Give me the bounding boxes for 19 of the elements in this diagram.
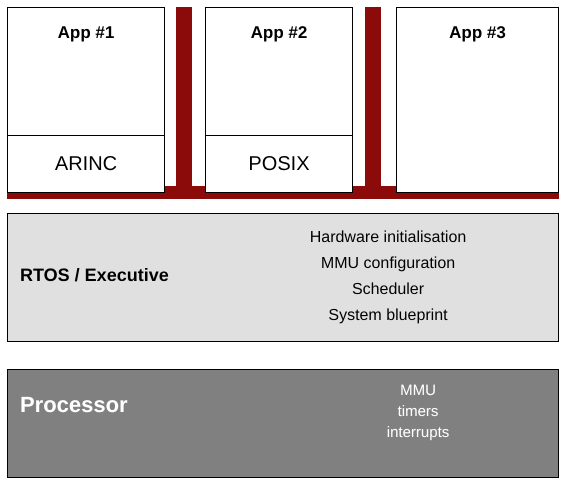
feature-text: interrupts (386, 423, 450, 443)
application-box (396, 7, 559, 193)
feature-text: Scheduler (352, 280, 424, 300)
feature-text: timers (398, 402, 438, 422)
api-box: POSIX (206, 135, 352, 192)
api-box: ARINC (8, 135, 164, 192)
feature-text: MMU (400, 381, 436, 401)
layer-title: Processor (20, 391, 128, 419)
application-box (205, 7, 353, 193)
feature-text: MMU configuration (320, 254, 456, 274)
feature-text: Hardware initialisation (310, 228, 466, 248)
app-title: App #2 (250, 22, 308, 44)
app-title: App #1 (56, 22, 116, 44)
application-box (7, 7, 165, 193)
layer-box (7, 213, 559, 342)
feature-text: System blueprint (328, 306, 448, 326)
layer-title: RTOS / Executive (20, 264, 169, 287)
app-title: App #3 (448, 22, 507, 44)
layer-box (7, 369, 559, 478)
